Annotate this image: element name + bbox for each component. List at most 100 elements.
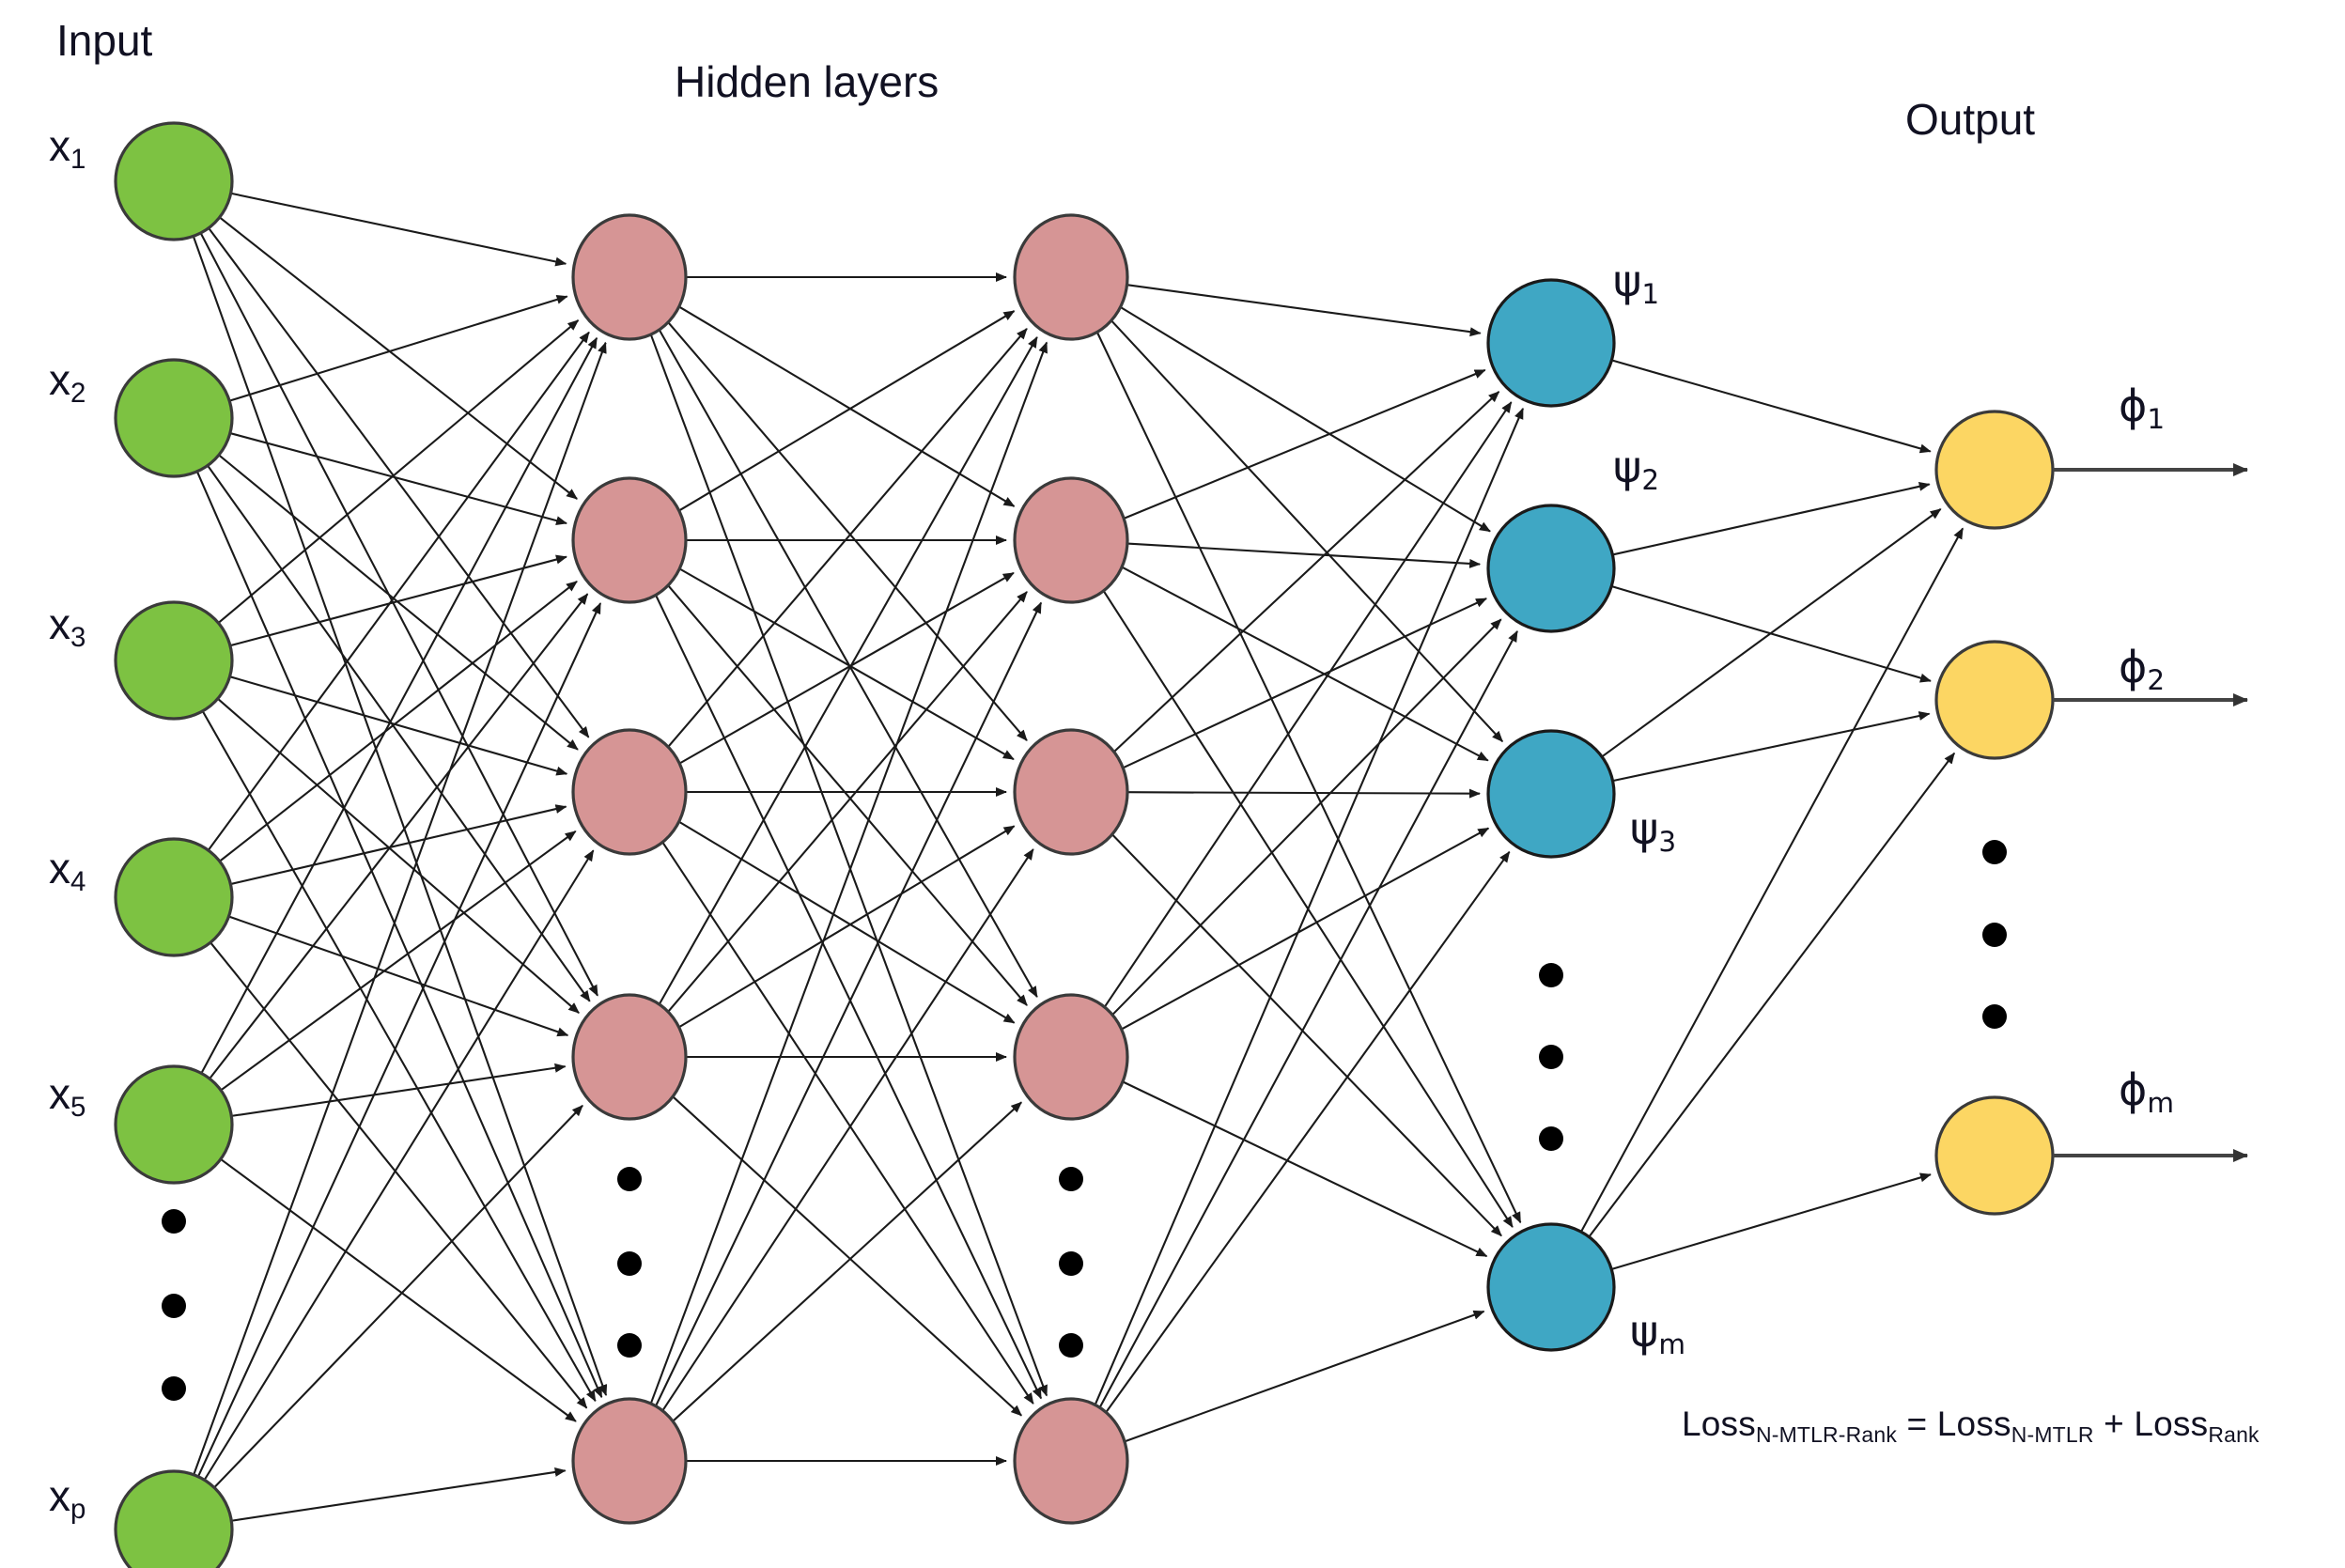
- edge-input-to-hidden1: [213, 1105, 583, 1489]
- loss-term-rank: Loss: [2134, 1405, 2209, 1443]
- node-hidden1-4[interactable]: [571, 993, 688, 1121]
- input-ellipsis-dot-3: [162, 1376, 186, 1401]
- loss-term-total-sub: N-MTLR-Rank: [1755, 1421, 1897, 1447]
- node-output-2[interactable]: [1934, 640, 2055, 760]
- edge-hidden2-to-psi: [1105, 850, 1511, 1413]
- hidden1-ellipsis-dot-2: [617, 1251, 642, 1276]
- hidden-column-title: Hidden layers: [675, 57, 940, 106]
- output-ellipsis-dot-3: [1982, 1004, 2007, 1029]
- edge-psi-to-output: [1580, 527, 1965, 1233]
- node-output-1[interactable]: [1934, 410, 2055, 530]
- hidden2-ellipsis-dot-2: [1059, 1251, 1083, 1276]
- edge-hidden1-to-hidden2: [667, 584, 1028, 1006]
- edge-hidden2-to-psi: [1122, 1080, 1488, 1258]
- edge-hidden1-to-hidden2: [678, 820, 1016, 1024]
- output-column-title: Output: [1905, 95, 2036, 144]
- edge-input-to-hidden1: [203, 849, 595, 1481]
- node-hidden1-1[interactable]: [571, 213, 688, 341]
- node-psi-3[interactable]: [1486, 729, 1616, 859]
- edge-hidden2-to-psi: [1110, 319, 1504, 743]
- input-node-label-x5: x5: [49, 1069, 86, 1124]
- edge-hidden2-to-psi: [1126, 542, 1482, 568]
- edge-input-to-hidden1: [196, 602, 602, 1478]
- edge-input-to-hidden1: [195, 471, 603, 1399]
- hidden2-ellipsis-dot-3: [1059, 1333, 1083, 1358]
- psi-node-label-3: ψ3: [1630, 803, 1677, 859]
- node-hidden2-4[interactable]: [1013, 993, 1129, 1121]
- edge-hidden1-to-hidden2: [678, 305, 1016, 507]
- nodes-group: [114, 121, 2055, 1568]
- edge-input-to-hidden1: [207, 331, 590, 851]
- loss-eq-sign: =: [1897, 1405, 1937, 1443]
- edge-input-to-hidden1: [220, 1157, 577, 1422]
- edge-hidden2-to-psi: [1112, 391, 1500, 753]
- loss-term-mtlr: Loss: [1936, 1405, 2011, 1443]
- node-hidden2-5[interactable]: [1013, 1397, 1129, 1525]
- edge-hidden1-to-hidden2: [649, 341, 1048, 1405]
- loss-term-rank-sub: Rank: [2208, 1421, 2260, 1447]
- node-hidden2-3[interactable]: [1013, 728, 1129, 856]
- edge-hidden1-to-hidden2: [655, 594, 1043, 1400]
- node-hidden1-3[interactable]: [571, 728, 688, 856]
- node-input-2[interactable]: [114, 358, 234, 478]
- input-ellipsis-dot-2: [162, 1294, 186, 1318]
- edge-hidden1-to-hidden2: [655, 601, 1043, 1407]
- node-output-3[interactable]: [1934, 1095, 2055, 1216]
- input-node-label-x3: x3: [49, 599, 86, 654]
- edge-hidden1-to-hidden2: [661, 848, 1034, 1412]
- psi-ellipsis-dot-1: [1539, 963, 1563, 987]
- edge-input-to-hidden1: [193, 341, 607, 1476]
- edge-hidden2-to-psi: [1122, 598, 1488, 769]
- edge-hidden2-to-psi: [1103, 401, 1513, 1008]
- node-input-5[interactable]: [114, 1064, 234, 1185]
- edge-input-to-hidden1: [220, 830, 577, 1092]
- edge-input-to-hidden1: [217, 319, 580, 624]
- node-hidden1-5[interactable]: [571, 1397, 688, 1525]
- edge-hidden2-to-psi: [1098, 630, 1518, 1408]
- edge-hidden1-to-hidden2: [649, 334, 1048, 1397]
- edge-hidden1-to-hidden2: [672, 1095, 1022, 1417]
- output-arrows-group: [2053, 463, 2248, 1162]
- edge-hidden2-to-psi: [1126, 284, 1482, 337]
- edge-hidden2-to-psi: [1121, 566, 1489, 762]
- psi-node-label-m: ψm: [1630, 1306, 1686, 1361]
- psi-ellipsis-dot-3: [1539, 1126, 1563, 1151]
- node-hidden2-2[interactable]: [1013, 476, 1129, 604]
- edge-input-to-hidden1: [209, 593, 589, 1079]
- input-node-label-x2: x2: [49, 355, 86, 410]
- output-arrow-label-phi1: ϕ1: [2119, 380, 2166, 436]
- hidden2-ellipsis-dot-1: [1059, 1167, 1083, 1191]
- edge-input-to-hidden1: [210, 941, 588, 1409]
- psi-node-label-2: ψ2: [1613, 442, 1660, 497]
- edge-hidden2-to-psi: [1094, 407, 1524, 1405]
- input-column-title: Input: [56, 16, 153, 65]
- edge-input-to-hidden1: [219, 581, 578, 862]
- edge-hidden2-to-psi: [1123, 368, 1486, 520]
- output-arrow-label-phi2: ϕ2: [2119, 642, 2166, 697]
- edge-hidden2-to-psi: [1126, 788, 1482, 799]
- node-input-3[interactable]: [114, 600, 234, 721]
- ellipsis-dots-group: [162, 840, 2007, 1401]
- edge-psi-to-output: [1612, 481, 1931, 556]
- node-psi-4[interactable]: [1486, 1222, 1616, 1352]
- edge-hidden2-to-psi: [1124, 1310, 1485, 1443]
- node-input-1[interactable]: [114, 121, 234, 241]
- node-hidden1-2[interactable]: [571, 476, 688, 604]
- node-psi-2[interactable]: [1486, 504, 1616, 633]
- edge-input-to-hidden1: [192, 236, 608, 1397]
- edge-psi-to-output: [1610, 1172, 1932, 1270]
- output-ellipsis-dot-2: [1982, 923, 2007, 947]
- hidden1-ellipsis-dot-3: [617, 1333, 642, 1358]
- psi-ellipsis-dot-2: [1539, 1045, 1563, 1069]
- node-input-4[interactable]: [114, 837, 234, 957]
- output-arrow-label-phim: ϕm: [2119, 1064, 2175, 1120]
- hidden1-ellipsis-dot-1: [617, 1167, 642, 1191]
- edge-psi-to-output: [1612, 711, 1931, 783]
- node-psi-1[interactable]: [1486, 278, 1616, 408]
- edge-hidden1-to-hidden2: [667, 321, 1028, 741]
- node-input-6[interactable]: [114, 1469, 234, 1568]
- edge-input-to-hidden1: [208, 227, 590, 738]
- edge-input-to-hidden1: [228, 915, 569, 1037]
- node-hidden2-1[interactable]: [1013, 213, 1129, 341]
